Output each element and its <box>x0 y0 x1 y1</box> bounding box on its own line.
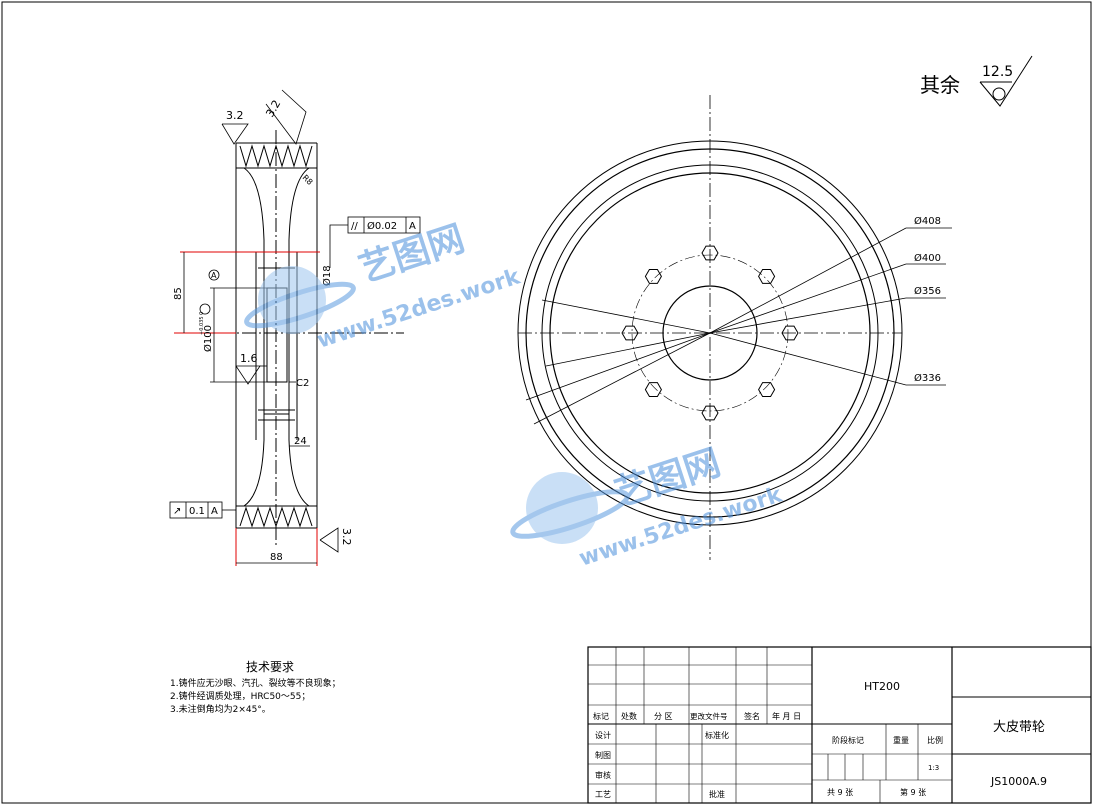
roughness-other-value: 12.5 <box>982 64 1013 80</box>
tb-h-2: 分 区 <box>654 712 673 721</box>
tech-requirements: 技术要求 1.铸件应无沙眼、汽孔、裂纹等不良现象； 2.铸件经调质处理，HRC5… <box>170 660 341 715</box>
svg-text:3.2: 3.2 <box>226 109 244 122</box>
tb-role-0: 设计 <box>595 730 611 740</box>
svg-text:Ø0.02: Ø0.02 <box>367 220 397 232</box>
svg-text://: // <box>351 221 358 232</box>
tb-sheets-total: 共 9 张 <box>827 788 853 797</box>
bolt-hole <box>758 382 776 397</box>
bolt-hole <box>621 325 639 341</box>
tolerance-runout: ↗ 0.1 A <box>169 501 236 519</box>
tech-req-item-3: 3.未注倒角均为2×45°。 <box>170 703 271 715</box>
tech-req-item-2: 2.铸件经调质处理，HRC50～55； <box>170 690 310 702</box>
tb-sheet-no: 第 9 张 <box>900 787 926 797</box>
side-dimensions <box>183 244 331 564</box>
front-view-holes <box>621 245 799 421</box>
tb-stage: 阶段标记 <box>832 735 864 745</box>
tb-role-2: 审核 <box>595 770 611 780</box>
roughness-other-label: 其余 <box>920 73 960 97</box>
watermark-1: 艺图网 www.52des.work <box>244 218 524 354</box>
dim-88: 88 <box>270 552 283 563</box>
tb-role-1: 制图 <box>595 750 611 760</box>
dim-100: Ø100 <box>202 325 214 352</box>
tb-standardize: 标准化 <box>705 730 729 740</box>
dim-85: 85 <box>173 287 184 300</box>
svg-text:A: A <box>211 506 218 517</box>
bolt-hole <box>701 405 719 421</box>
tolerance-parallel: // Ø0.02 A <box>329 216 421 244</box>
title-block-text: 标记 处数 分 区 更改文件号 签名 年 月 日 设计 制图 审核 工艺 标准化… <box>593 680 1047 799</box>
watermark-1-url: www.52des.work <box>314 264 524 354</box>
svg-text:A: A <box>409 221 416 232</box>
dim-d356: Ø356 <box>914 285 941 297</box>
dim-c2: C2 <box>296 378 309 389</box>
dim-d400: Ø400 <box>914 252 941 264</box>
bolt-hole <box>644 382 662 397</box>
tb-part-name: 大皮带轮 <box>993 720 1045 735</box>
svg-text:1.6: 1.6 <box>240 352 258 365</box>
dim-100-tol: +0.035 0 <box>199 312 205 335</box>
tb-role-3: 工艺 <box>595 790 611 799</box>
title-block <box>587 646 1092 804</box>
tb-scale-label: 比例 <box>927 735 943 745</box>
datum-a-marker: A <box>199 269 220 315</box>
bolt-hole <box>701 245 719 261</box>
tb-h-0: 标记 <box>593 711 609 721</box>
svg-text:3.2: 3.2 <box>340 528 353 546</box>
roughness-bore: 1.6 <box>235 352 267 385</box>
tb-drawing-no: JS1000A.9 <box>990 775 1047 788</box>
dim-d336: Ø336 <box>914 372 941 384</box>
roughness-top-slant: 3.2 <box>263 89 307 145</box>
svg-text:A: A <box>211 271 217 280</box>
watermark-2: 艺图网 www.52des.work <box>510 442 786 572</box>
tb-scale-value: 1:3 <box>928 764 939 772</box>
svg-text:↗: ↗ <box>173 506 181 517</box>
top-grooves <box>239 144 313 168</box>
dim-24: 24 <box>294 436 307 447</box>
tech-req-item-1: 1.铸件应无沙眼、汽孔、裂纹等不良现象； <box>170 677 341 689</box>
roughness-side: 3.2 <box>319 527 353 553</box>
watermark-2-brand: 艺图网 <box>610 442 725 514</box>
tb-h-1: 处数 <box>621 711 637 721</box>
dim-18: Ø18 <box>321 265 333 286</box>
tb-h-3: 更改文件号 <box>690 711 728 721</box>
tb-h-5: 年 月 日 <box>772 711 801 721</box>
roughness-top-left: 3.2 <box>221 109 249 145</box>
dim-d408: Ø408 <box>914 215 941 227</box>
tb-approve: 批准 <box>709 789 725 799</box>
bolt-hole <box>644 269 662 284</box>
front-leaders <box>525 227 952 425</box>
roughness-other: 其余 12.5 <box>920 55 1033 107</box>
bolt-hole <box>781 325 799 341</box>
tb-weight: 重量 <box>893 735 909 745</box>
roughness-other-symbol <box>979 55 1033 107</box>
tb-h-4: 签名 <box>744 711 760 721</box>
tech-req-title: 技术要求 <box>246 660 294 674</box>
front-view <box>517 95 903 560</box>
bolt-hole <box>758 269 776 284</box>
svg-text:3.2: 3.2 <box>263 98 283 120</box>
tb-material: HT200 <box>864 680 900 693</box>
svg-text:0.1: 0.1 <box>189 506 205 517</box>
